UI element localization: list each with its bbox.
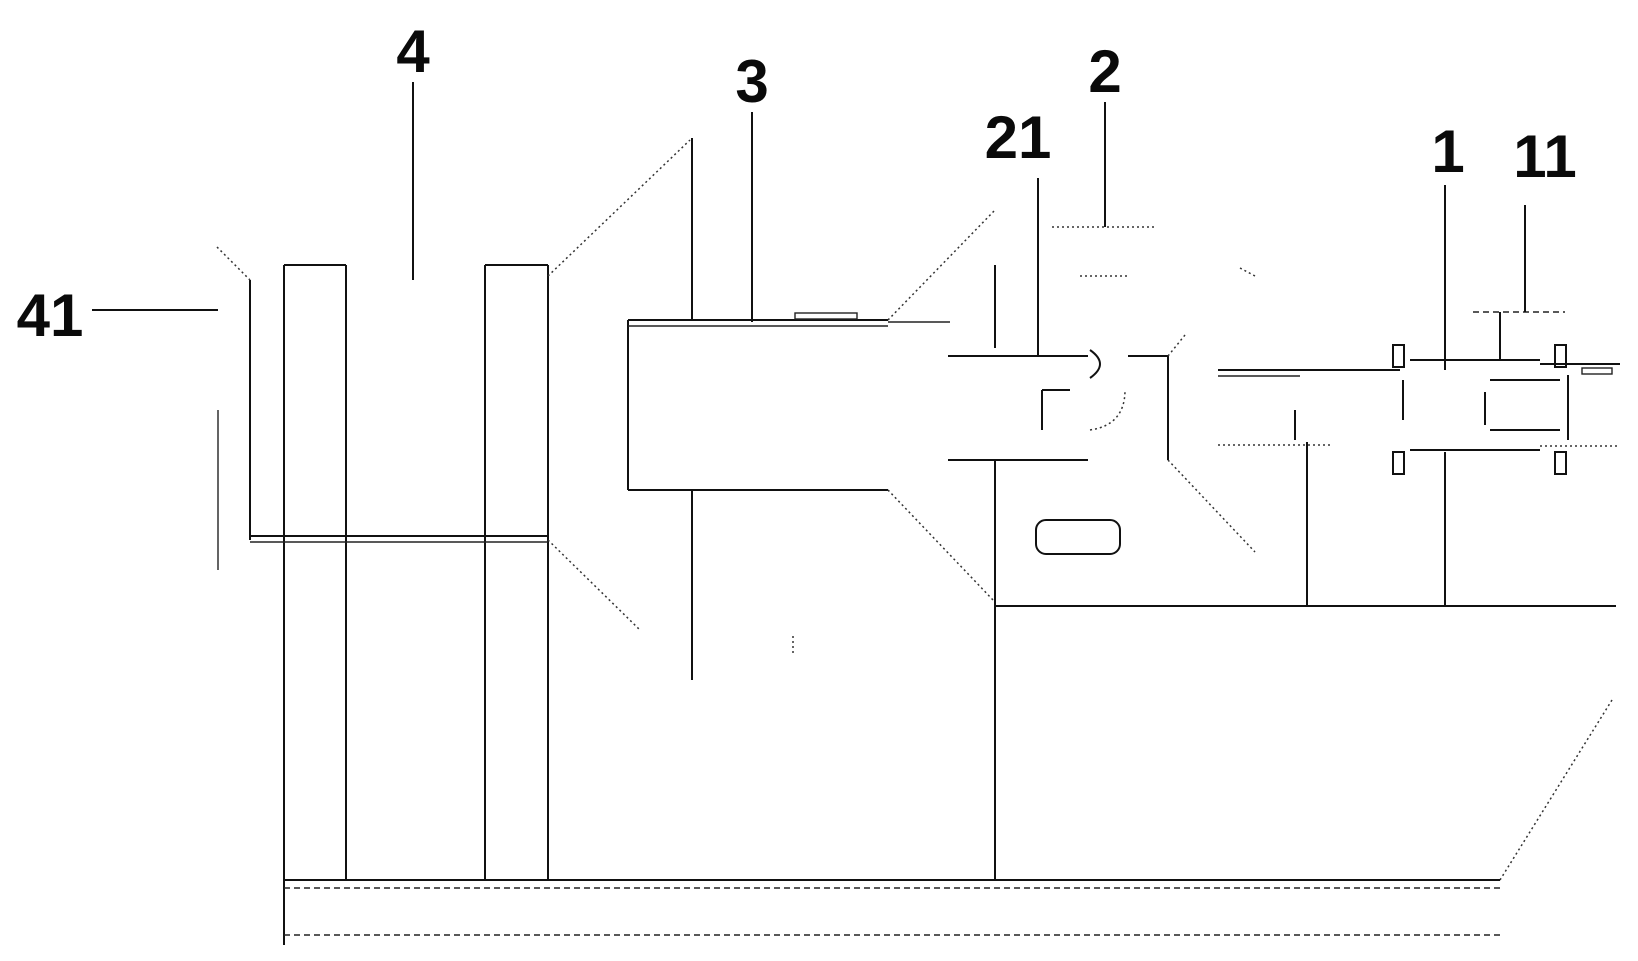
component-4-frame — [216, 139, 691, 945]
label-1: 1 — [1431, 118, 1464, 185]
label-2: 2 — [1088, 38, 1121, 105]
lower-platform — [995, 442, 1616, 881]
frame-4-lower-perspective — [547, 539, 641, 631]
clamp-lower-right — [1554, 451, 1567, 475]
component-41-top-bevel — [216, 246, 251, 281]
component-21-bracket-left — [1041, 389, 1070, 430]
frame-4-upper-perspective — [547, 139, 691, 277]
component-21-hook-upper — [1089, 349, 1101, 379]
label-41: 41 — [17, 282, 84, 349]
label-21: 21 — [985, 104, 1052, 171]
component-3-beam — [627, 138, 996, 680]
reference-labels: 4 3 2 21 1 11 41 — [17, 18, 1577, 349]
beam-3-lower-perspective — [887, 489, 994, 601]
bracket-2-tick — [1239, 267, 1256, 277]
component-1-rail — [1218, 311, 1620, 475]
platform-right-perspective — [1499, 699, 1613, 881]
component-21-hook-curve — [1089, 389, 1126, 431]
label-4: 4 — [396, 18, 430, 85]
clamp-upper-left — [1392, 344, 1405, 368]
rail-1-end-tab — [1581, 367, 1613, 375]
base-rails — [284, 879, 1500, 936]
clamp-lower-left — [1392, 451, 1405, 475]
leader-lines — [92, 82, 1526, 370]
bracket-2-lower-perspective — [1167, 459, 1256, 553]
component-2-bracket — [948, 226, 1256, 880]
label-11: 11 — [1513, 123, 1576, 190]
slot-opening — [1035, 519, 1121, 555]
beam-3-top-tab — [794, 312, 858, 320]
clamp-upper-right — [1554, 344, 1567, 368]
bracket-2-upper-right-bevel — [1167, 334, 1186, 357]
label-3: 3 — [735, 48, 768, 115]
beam-3-upper-perspective — [887, 209, 996, 321]
